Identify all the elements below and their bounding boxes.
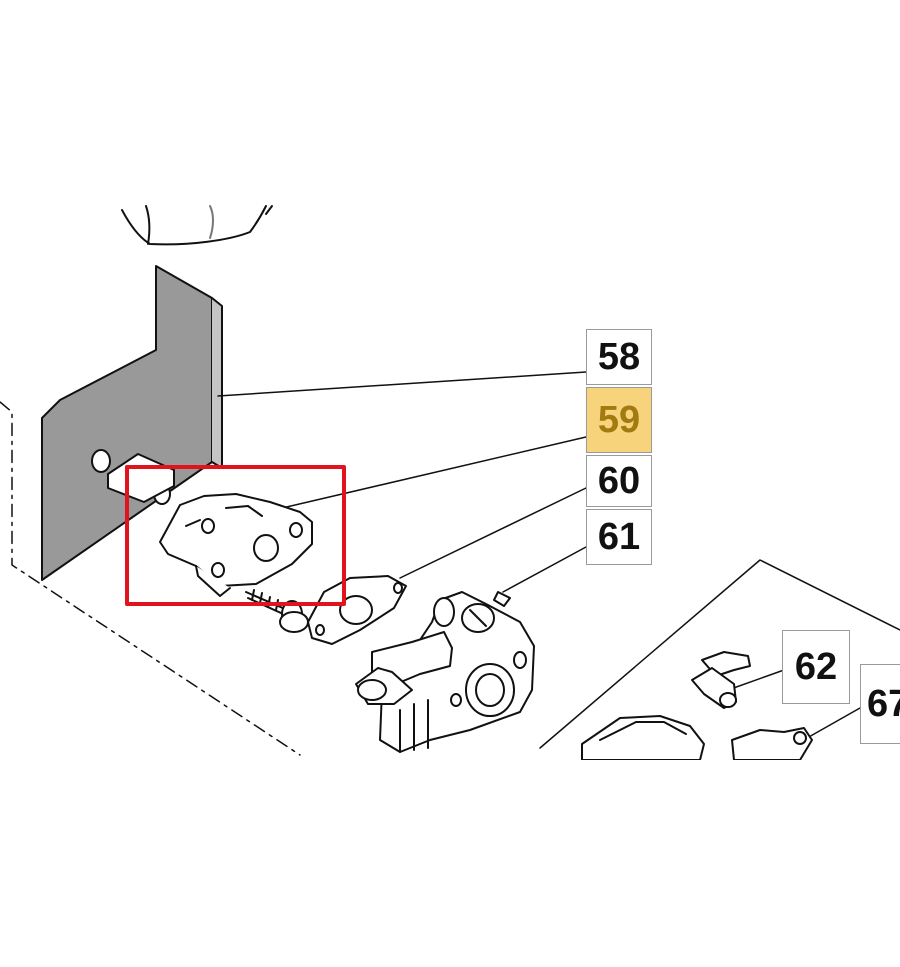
lever-part: [691, 651, 751, 709]
callout-59: 59: [586, 387, 652, 453]
highlight-box: [125, 465, 346, 606]
air-filter-cover-part: [581, 715, 813, 760]
heat-shield-plate: [41, 265, 223, 581]
leader-lines: [217, 371, 900, 749]
carburetor-part: [355, 591, 535, 753]
gasket-part: [307, 575, 407, 645]
callout-60: 60: [586, 455, 652, 507]
insulator-block-part: [159, 493, 313, 597]
callout-61: 61: [586, 509, 652, 565]
engine-cover-part: [121, 205, 273, 246]
callout-62: 62: [782, 630, 850, 704]
screw-part: [245, 589, 309, 633]
callout-67: 67: [860, 664, 900, 744]
callout-58: 58: [586, 329, 652, 385]
assembly-outline: [0, 401, 301, 756]
